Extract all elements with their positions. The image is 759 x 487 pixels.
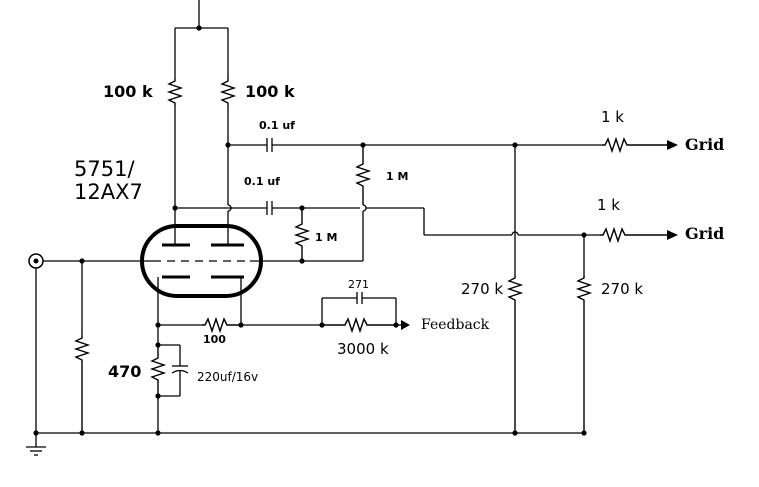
plate-resistor-right <box>219 78 237 106</box>
label-cap-bottom: 0.1 uf <box>244 175 280 188</box>
grid-stopper-bottom <box>600 226 667 244</box>
load-resistor-right <box>575 275 593 433</box>
label-feedback-cap: 271 <box>348 278 369 291</box>
arrow-grid-bottom <box>667 230 678 240</box>
lower-coupling-path <box>175 201 600 238</box>
load-resistor-left <box>506 275 524 433</box>
tube-label-line2: 12AX7 <box>74 180 143 204</box>
cathode-resistor <box>149 345 167 396</box>
label-plate-resistor-right: 100 k <box>245 82 295 101</box>
label-grid-stopper-top: 1 k <box>601 108 624 126</box>
feedback-network <box>241 292 402 328</box>
label-cathode-resistor: 470 <box>108 362 141 381</box>
label-output-top: Grid <box>685 135 724 154</box>
arrow-grid-top <box>667 140 678 150</box>
ground-bus <box>33 268 587 447</box>
plate-resistor-left <box>166 78 184 106</box>
b-plus-supply-wire <box>174 0 229 78</box>
label-cathode-link-resistor: 100 <box>203 333 226 346</box>
label-cathode-cap: 220uf/16v <box>197 370 258 384</box>
label-grid-stopper-bottom: 1 k <box>597 196 620 214</box>
upper-coupling-path <box>228 138 602 152</box>
label-feedback-output: Feedback <box>421 317 490 333</box>
cathode-rc <box>155 325 189 433</box>
grid-stopper-top <box>602 136 667 154</box>
ground-symbol <box>26 446 46 456</box>
label-grid-leak-bottom: 1 M <box>315 231 337 244</box>
grid-leak-bottom <box>293 208 311 261</box>
label-grid-leak-top: 1 M <box>386 170 408 183</box>
grid-leak-top <box>354 145 372 205</box>
tube-label-line1: 5751/ <box>74 157 135 181</box>
plate-wires <box>172 106 232 235</box>
feedback-resistor <box>322 316 396 334</box>
input-grid-resistor <box>73 335 91 433</box>
label-output-bottom: Grid <box>685 224 724 243</box>
label-load-resistor-left: 270 k <box>461 280 503 298</box>
label-plate-resistor-left: 100 k <box>103 82 153 101</box>
label-load-resistor-right: 270 k <box>601 280 643 298</box>
cathode-link-resistor <box>202 316 241 334</box>
vacuum-tube <box>140 224 263 298</box>
label-cap-top: 0.1 uf <box>259 119 295 132</box>
label-feedback-resistor: 3000 k <box>337 340 389 358</box>
arrow-feedback <box>401 320 410 330</box>
